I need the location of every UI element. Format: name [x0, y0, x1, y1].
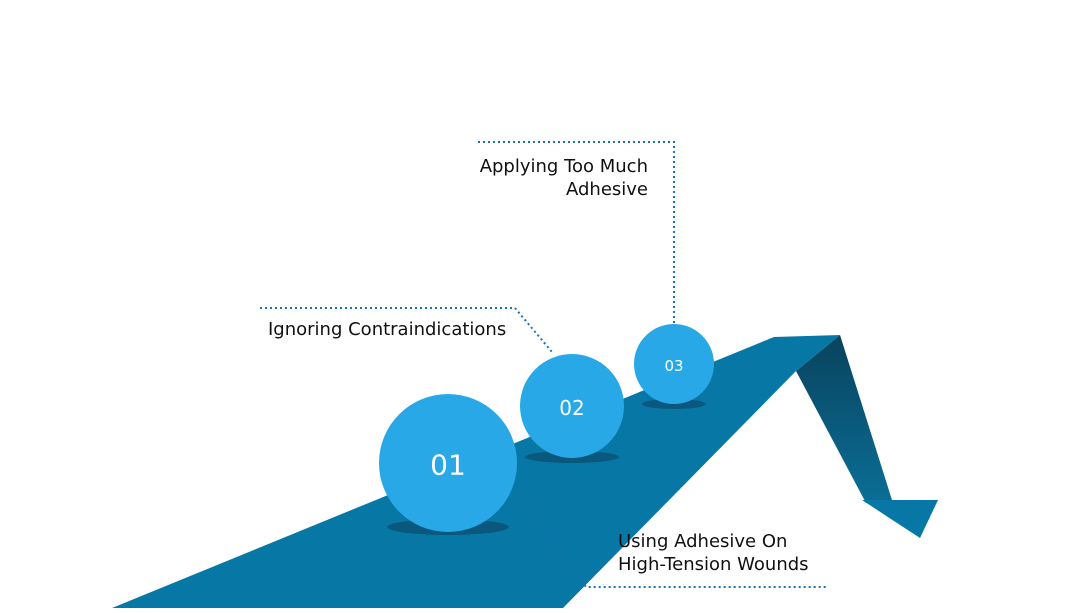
step-label-3: Applying Too Much Adhesive [480, 155, 648, 201]
arrow-head-icon [862, 500, 938, 538]
step-circle-2 [520, 354, 624, 458]
step-number-1: 01 [430, 449, 466, 482]
leader-line-step-2 [260, 307, 553, 353]
step-label-3-line-1: Applying Too Much [479, 156, 648, 177]
step-circle-3 [634, 324, 714, 404]
leader-line-step-3 [478, 141, 675, 325]
step-number-3: 03 [664, 357, 683, 375]
step-label-2-line-1: Ignoring Contraindications [268, 319, 507, 340]
arrow-fold [796, 335, 892, 503]
step-label-1-line-2: High-Tension Wounds [618, 554, 809, 575]
step-label-2: Ignoring Contraindications [268, 318, 506, 341]
step-label-3-line-2: Adhesive [565, 179, 648, 200]
step-label-1: Using Adhesive On High-Tension Wounds [618, 530, 809, 576]
step-number-2: 02 [559, 396, 584, 420]
step-circle-1 [379, 394, 517, 532]
step-label-1-line-1: Using Adhesive On [618, 531, 788, 552]
